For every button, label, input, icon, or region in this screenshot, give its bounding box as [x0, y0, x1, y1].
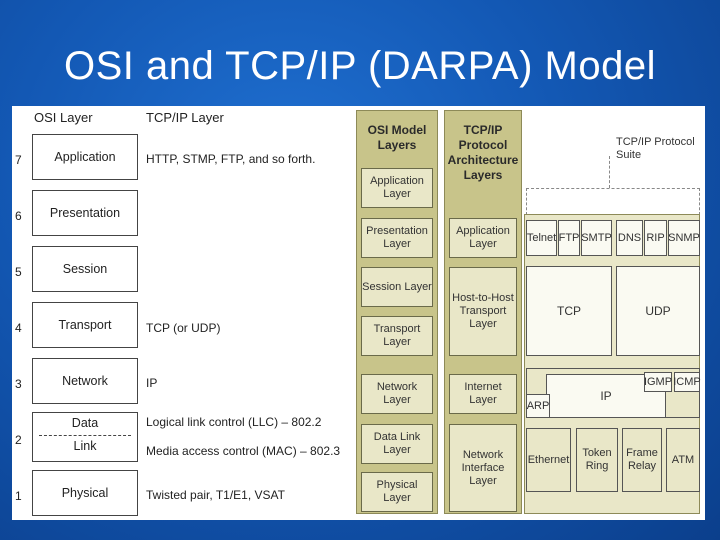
tcpip-cell-internet: Internet Layer: [449, 374, 517, 414]
protocol-igmp: IGMP: [644, 372, 672, 392]
osi-box-label: Network: [62, 374, 108, 388]
protocol-suite-area: [524, 214, 700, 514]
osi-cell-application: Application Layer: [361, 168, 433, 208]
slide-title: OSI and TCP/IP (DARPA) Model: [64, 44, 656, 88]
layer-number-2: 2: [15, 433, 22, 447]
protocol-atm: ATM: [666, 428, 700, 492]
protocol-mac: Media access control (MAC) – 802.3: [146, 444, 341, 458]
osi-box-network: Network: [32, 358, 138, 404]
protocol-ftp: FTP: [558, 220, 580, 256]
osi-box-label: Presentation: [49, 206, 121, 220]
osi-box-session: Session: [32, 246, 138, 292]
osi-box-label-link: Link: [73, 439, 97, 453]
osi-cell-network: Network Layer: [361, 374, 433, 414]
osi-tcpip-table: OSI Layer TCP/IP Layer 7 Application HTT…: [12, 106, 350, 520]
osi-cell-transport: Transport Layer: [361, 316, 433, 356]
suite-bracket: [526, 188, 700, 215]
protocol-telnet: Telnet: [526, 220, 557, 256]
protocol-arp: ARP: [526, 394, 550, 418]
osi-box-presentation: Presentation: [32, 190, 138, 236]
tcpip-architecture-diagram: OSI Model Layers Application Layer Prese…: [350, 106, 705, 520]
protocol-application: HTTP, STMP, FTP, and so forth.: [146, 152, 316, 166]
tcpip-column-header: TCP/IP Protocol Architecture Layers: [447, 123, 519, 182]
protocol-network: IP: [146, 376, 158, 390]
osi-box-physical: Physical: [32, 470, 138, 516]
protocol-rip: RIP: [644, 220, 667, 256]
tcpip-cell-transport: Host-to-Host Transport Layer: [449, 267, 517, 356]
protocol-ethernet: Ethernet: [526, 428, 571, 492]
protocol-physical: Twisted pair, T1/E1, VSAT: [146, 488, 285, 502]
osi-box-label: Transport: [58, 318, 112, 332]
osi-cell-data-link: Data Link Layer: [361, 424, 433, 464]
osi-box-label: Application: [54, 150, 116, 164]
protocol-token-ring: Token Ring: [576, 428, 618, 492]
layer-number-5: 5: [15, 265, 22, 279]
osi-box-data-link: Data Link: [32, 412, 138, 462]
layer-number-6: 6: [15, 209, 22, 223]
osi-box-label-data: Data: [71, 416, 99, 430]
layer-number-1: 1: [15, 489, 22, 503]
osi-cell-session: Session Layer: [361, 267, 433, 307]
tcpip-cell-network-interface: Network Interface Layer: [449, 424, 517, 512]
protocol-udp: UDP: [616, 266, 700, 356]
protocol-snmp: SNMP: [668, 220, 700, 256]
header-osi-layer: OSI Layer: [34, 110, 93, 125]
protocol-transport: TCP (or UDP): [146, 321, 221, 335]
osi-cell-physical: Physical Layer: [361, 472, 433, 512]
protocol-icmp: ICMP: [673, 372, 701, 392]
protocol-smtp: SMTP: [581, 220, 612, 256]
protocol-suite-label: TCP/IP Protocol Suite: [616, 136, 695, 161]
osi-box-label: Physical: [61, 486, 109, 500]
osi-cell-presentation: Presentation Layer: [361, 218, 433, 258]
data-link-divider: [39, 435, 131, 436]
protocol-llc: Logical link control (LLC) – 802.2: [146, 415, 322, 429]
osi-box-application: Application: [32, 134, 138, 180]
layer-number-4: 4: [15, 321, 22, 335]
osi-column-header: OSI Model Layers: [367, 123, 427, 152]
header-tcpip-layer: TCP/IP Layer: [146, 110, 224, 125]
layer-number-7: 7: [15, 153, 22, 167]
protocol-frame-relay: Frame Relay: [622, 428, 662, 492]
layer-number-3: 3: [15, 377, 22, 391]
protocol-dns: DNS: [616, 220, 643, 256]
protocol-tcp: TCP: [526, 266, 612, 356]
osi-box-label: Session: [62, 262, 108, 276]
suite-bracket-stem: [609, 156, 610, 188]
tcpip-cell-application: Application Layer: [449, 218, 517, 258]
osi-box-transport: Transport: [32, 302, 138, 348]
